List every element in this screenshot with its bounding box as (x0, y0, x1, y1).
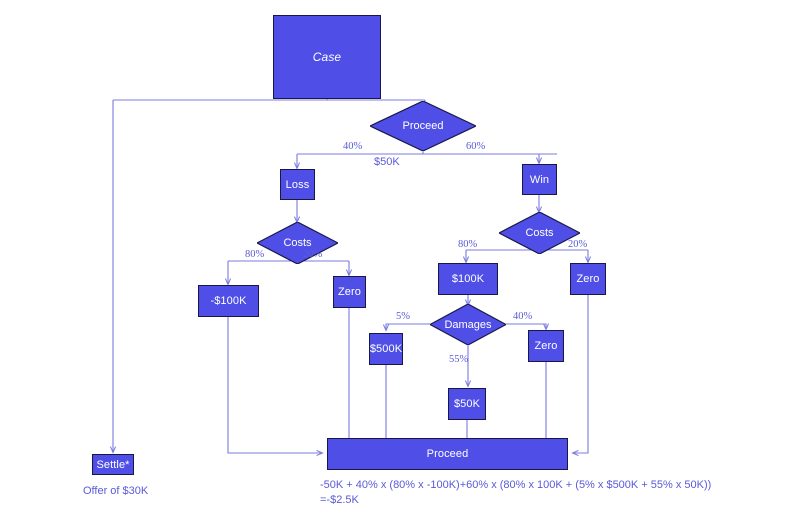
edge-label-damages-40: 40% (513, 311, 533, 322)
diamond-shape (370, 101, 476, 151)
node-settle-label: Settle* (96, 458, 130, 471)
node-damages[interactable]: Damages (430, 304, 506, 345)
node-damages-500k-label: $500K (369, 343, 403, 355)
node-damages-50k[interactable]: $50K (448, 388, 486, 420)
node-loss-zero-label: Zero (337, 286, 362, 298)
edge-label-proceed-cost: $50K (374, 156, 400, 168)
node-costs-win[interactable]: Costs (499, 212, 580, 254)
edge-label-proceed-win-pct: 60% (466, 141, 486, 152)
node-proceed-root-label: Proceed (402, 120, 444, 132)
node-win-zero-label: Zero (576, 273, 600, 285)
diamond-shape (499, 212, 580, 254)
node-win[interactable]: Win (522, 164, 557, 195)
formula-line-2: =-$2.5K (320, 494, 359, 506)
node-costs-win-label: Costs (525, 227, 554, 239)
node-damages-zero-label: Zero (534, 340, 558, 352)
node-loss[interactable]: Loss (280, 169, 315, 200)
edge-label-damages-55: 55% (449, 354, 469, 365)
node-loss-neg100k-label: -$100K (210, 295, 247, 307)
node-proceed-total-label: Proceed (426, 448, 469, 460)
node-costs-loss[interactable]: Costs (257, 222, 338, 264)
edge-label-damages-5: 5% (396, 311, 410, 322)
diamond-shape (430, 304, 506, 345)
formula-line-1: -50K + 40% x (80% x -100K)+60% x (80% x … (320, 479, 712, 491)
edge-label-loss-costs-80: 80% (245, 249, 265, 260)
edge-label-loss-costs-20: 20% (303, 249, 323, 260)
node-win-label: Win (529, 173, 550, 186)
node-settle[interactable]: Settle* (92, 454, 134, 475)
node-damages-500k[interactable]: $500K (369, 333, 403, 365)
edge-label-proceed-loss-pct: 40% (343, 141, 363, 152)
node-case-label: Case (312, 50, 342, 64)
node-loss-label: Loss (285, 178, 310, 191)
node-win-100k-label: $100K (451, 273, 485, 285)
diamond-shape (257, 222, 338, 264)
edge-label-win-costs-80: 80% (458, 239, 478, 250)
node-win-100k[interactable]: $100K (438, 263, 498, 295)
node-case[interactable]: Case (273, 15, 381, 99)
node-win-zero[interactable]: Zero (570, 263, 606, 295)
node-costs-loss-label: Costs (283, 237, 312, 249)
node-proceed-root[interactable]: Proceed (370, 101, 476, 151)
node-loss-zero[interactable]: Zero (333, 276, 366, 308)
node-proceed-total[interactable]: Proceed (327, 438, 568, 470)
edge-label-win-costs-20: 20% (568, 239, 588, 250)
node-damages-50k-label: $50K (453, 398, 481, 410)
node-loss-neg100k[interactable]: -$100K (198, 285, 259, 317)
node-damages-label: Damages (444, 318, 492, 331)
settle-offer-note: Offer of $30K (83, 485, 149, 497)
node-damages-zero[interactable]: Zero (528, 330, 564, 362)
